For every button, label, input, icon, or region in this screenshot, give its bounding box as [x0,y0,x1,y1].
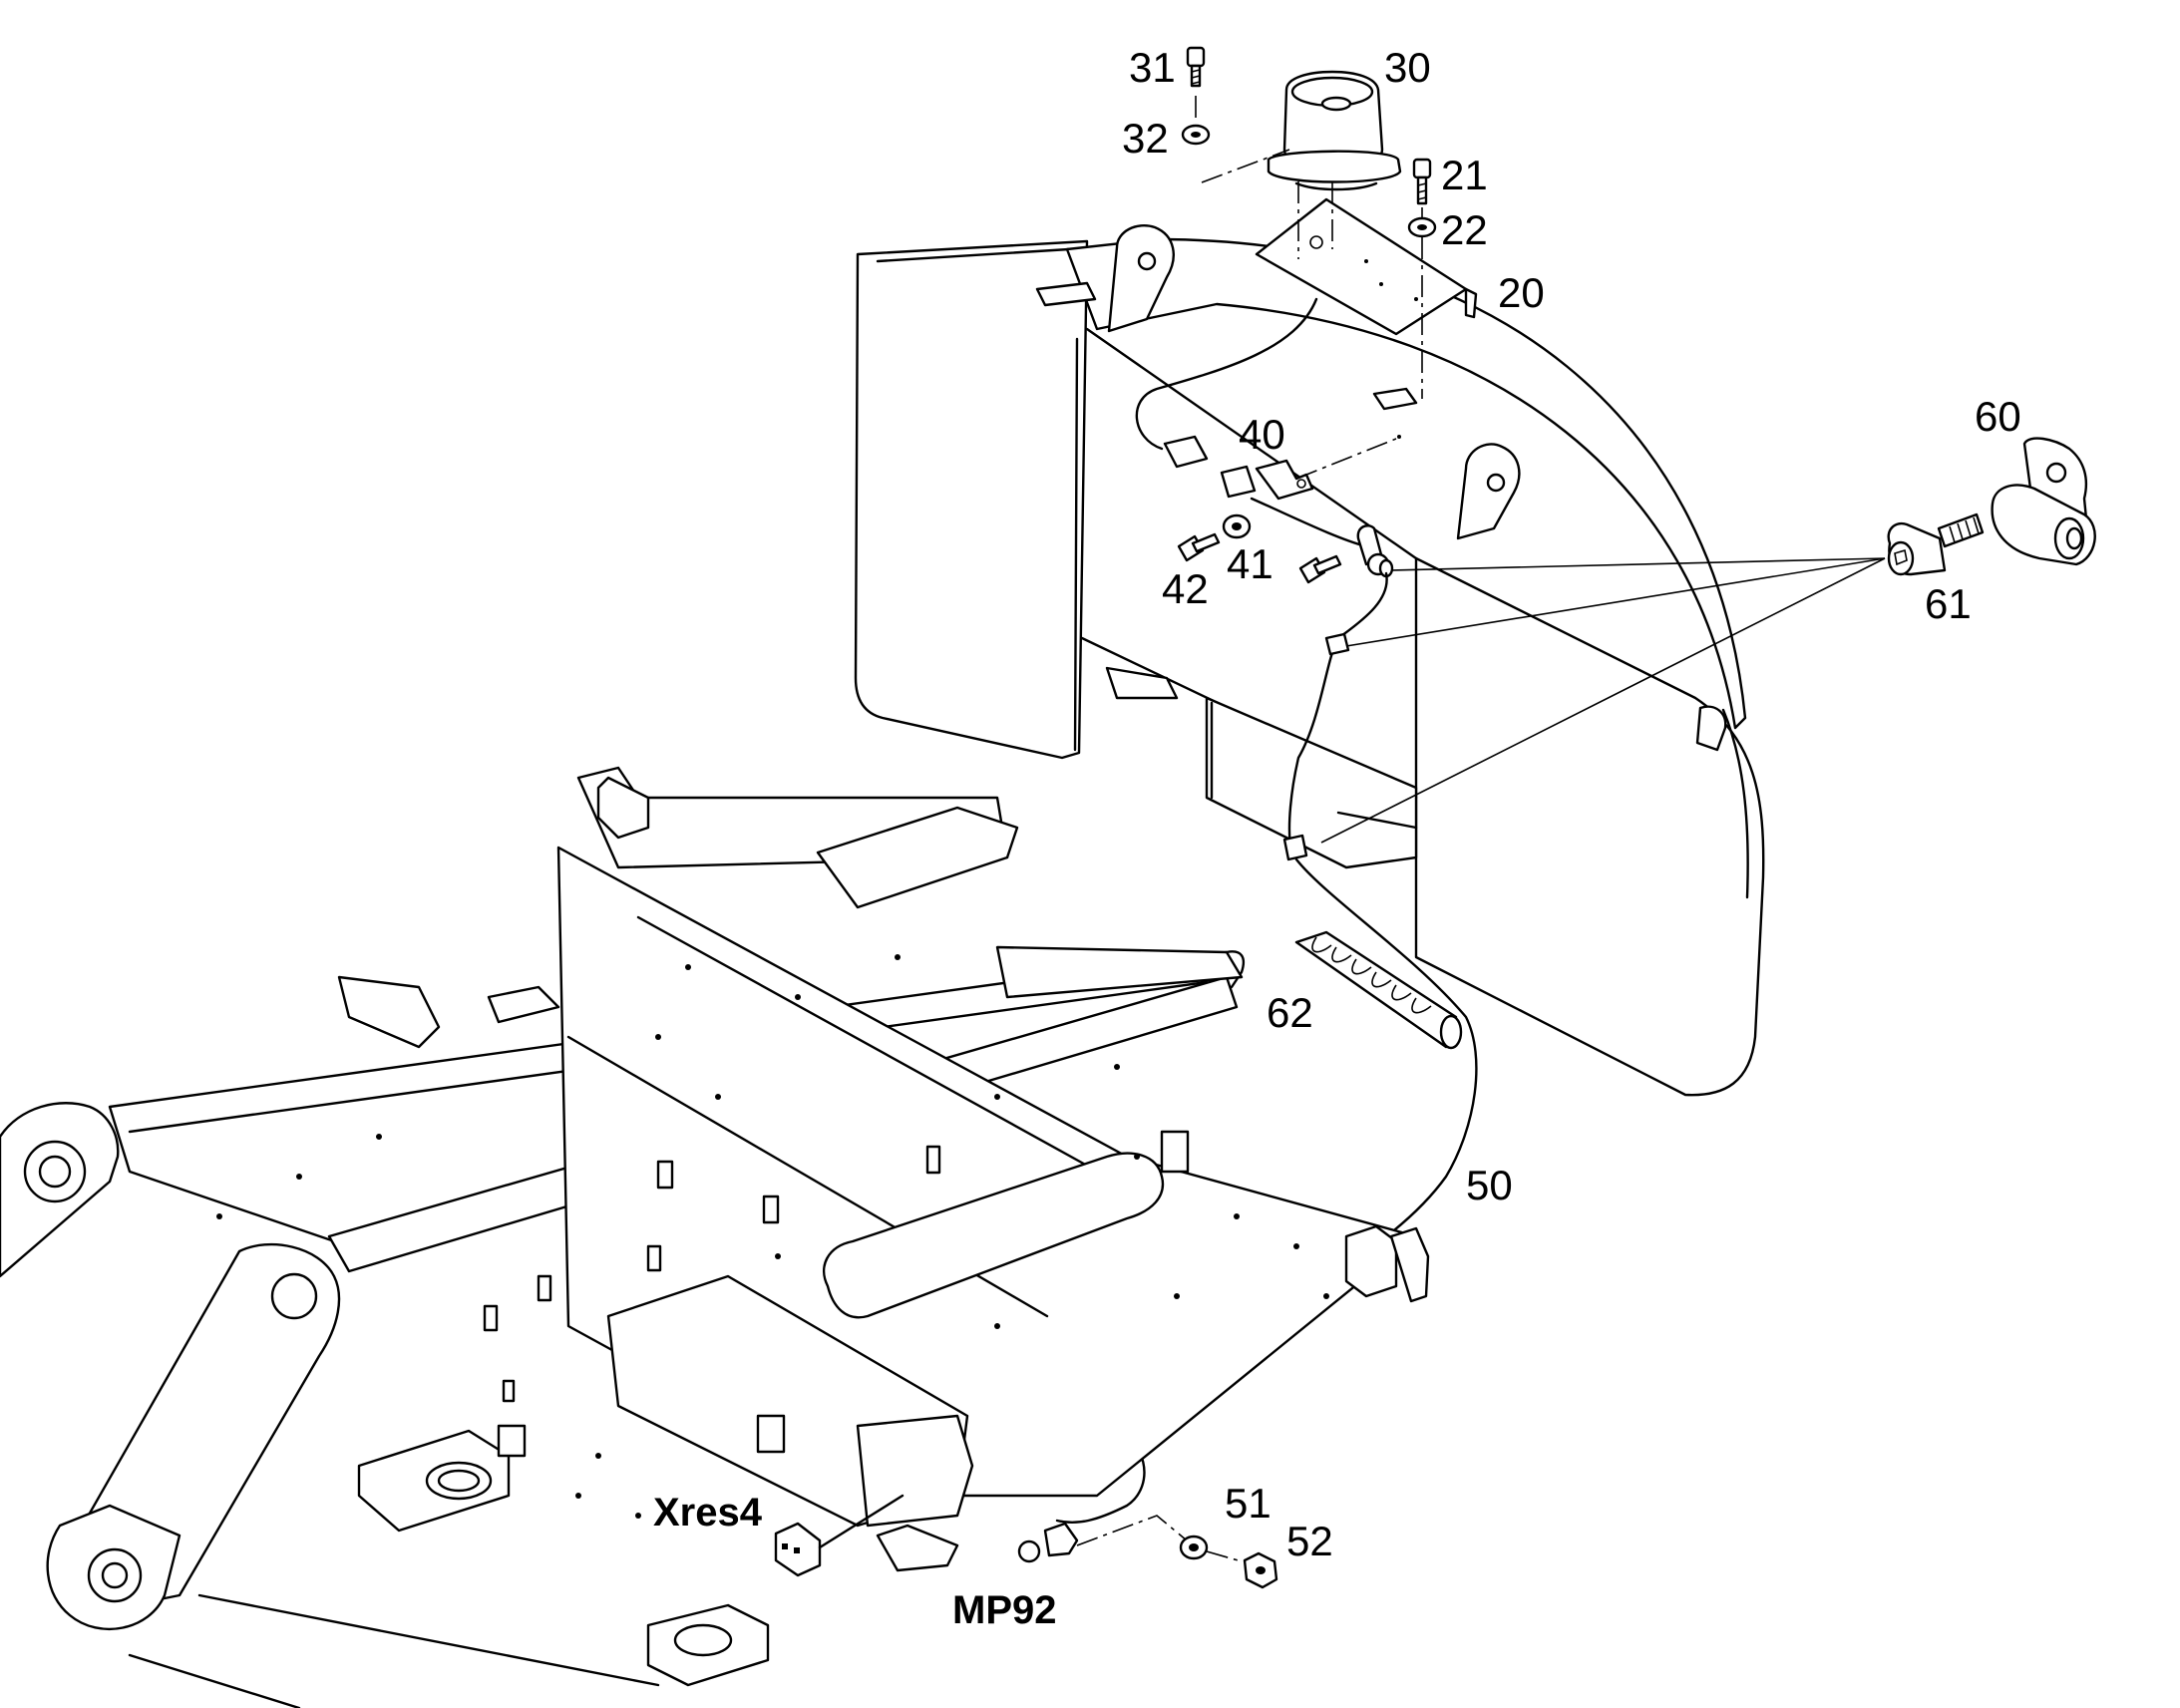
bolt-42 [1177,532,1342,584]
sensor-harness-40 [1135,297,1401,548]
callout-30: 30 [1384,44,1431,91]
label-xres4: Xres4 [653,1491,763,1535]
callout-22: 22 [1441,206,1488,253]
bolt-31 [1186,46,1206,88]
callout-labels: 31 30 32 21 22 20 40 60 41 42 61 62 50 5… [653,44,2021,1632]
bolt-21 [1412,158,1432,205]
washer-41 [1222,513,1252,539]
callout-20: 20 [1498,269,1545,316]
washer-51 [1179,1535,1209,1560]
callout-50: 50 [1466,1162,1513,1208]
connector-xres4 [774,1494,905,1577]
callout-31: 31 [1129,44,1176,91]
mounting-plate-20 [1255,197,1478,336]
callout-51: 51 [1225,1480,1272,1527]
main-frame [0,766,1430,1708]
callout-62: 62 [1267,989,1313,1036]
bolt-61 [1887,512,1985,576]
callout-60: 60 [1975,393,2021,440]
beacon-30 [1267,70,1402,191]
callout-40: 40 [1239,411,1285,458]
callout-52: 52 [1286,1518,1333,1564]
nut-52 [1243,1551,1278,1589]
counterweight [854,224,1765,1097]
frame-holes [216,954,1329,1519]
callout-21: 21 [1441,152,1488,198]
callout-41: 41 [1227,540,1273,587]
label-mp92: MP92 [952,1588,1057,1632]
clamp-installed [1356,524,1394,578]
washer-32 [1181,124,1211,146]
callout-61: 61 [1925,580,1972,627]
clamp-60 [1991,437,2096,566]
washer-22 [1407,216,1437,238]
callout-42: 42 [1162,565,1209,612]
conduit-62 [1294,930,1463,1050]
ground-point-mp92 [1017,1515,1188,1563]
callout-32: 32 [1122,115,1169,162]
